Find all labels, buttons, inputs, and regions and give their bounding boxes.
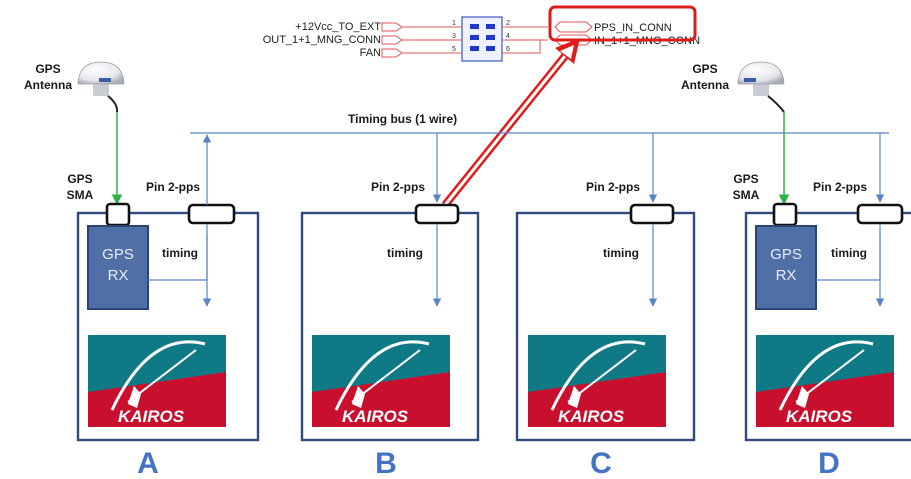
gps-antenna-icon	[737, 61, 785, 113]
unit-letter: B	[375, 447, 397, 479]
gps-sma-label: SMA	[733, 188, 760, 202]
pin-2-pps-port	[414, 203, 460, 225]
pin-2-pps-label: Pin 2-pps	[371, 180, 425, 194]
connector-left-label-3: FAN	[360, 47, 381, 59]
pps-in-highlight	[548, 5, 697, 42]
connector-pads	[470, 24, 495, 51]
pin-2-pps-label: Pin 2-pps	[586, 180, 640, 194]
net-flag-left-3	[381, 48, 403, 58]
gps-sma-label: GPS	[733, 172, 758, 186]
unit-letter: C	[590, 447, 612, 479]
kairos-brand-text: KAIROS	[786, 407, 853, 426]
net-flag-left-1	[381, 22, 403, 32]
unit-letter: A	[137, 447, 159, 479]
timing-bus-label: Timing bus (1 wire)	[348, 112, 457, 126]
kairos-logo: KAIROS	[528, 335, 666, 427]
gps-antenna-label: GPS	[692, 62, 717, 76]
pin-number: 2	[506, 20, 510, 27]
gps-rx-label: RX	[776, 267, 797, 284]
gps-rx-module	[755, 225, 817, 310]
pin-2-pps-port	[856, 203, 904, 225]
unit-a: GPS Antenna GPS SMA GPS RX timing Pin 2-…	[24, 61, 260, 479]
gps-antenna-label: Antenna	[24, 78, 72, 92]
kairos-brand-text: KAIROS	[558, 407, 625, 426]
connector-left-label-1: +12Vcc_TO_EXT	[295, 21, 381, 33]
gps-rx-module	[87, 225, 149, 310]
pin-number: 3	[452, 33, 456, 40]
pps-callout-arrow	[441, 38, 580, 208]
pin-2-pps-label: Pin 2-pps	[146, 180, 200, 194]
unit-letter: D	[818, 447, 840, 479]
gps-antenna-label: Antenna	[681, 78, 729, 92]
gps-rx-label: GPS	[102, 246, 134, 263]
kairos-logo: KAIROS	[88, 335, 226, 427]
gps-rx-label: GPS	[770, 246, 802, 263]
gps-antenna-label: GPS	[35, 62, 60, 76]
pin-number: 6	[506, 46, 510, 53]
net-flag-right-1	[554, 21, 593, 33]
connector-body	[461, 16, 503, 62]
pin-2-pps-port	[187, 203, 236, 225]
connector-schematic: +12Vcc_TO_EXT OUT_1+1_MNG_CONN FAN 1 3 5…	[263, 5, 700, 62]
timing-label: timing	[162, 246, 198, 260]
pin-number: 4	[506, 33, 510, 40]
timing-label: timing	[603, 246, 639, 260]
gps-sma-label: GPS	[67, 172, 92, 186]
gps-sma-port	[105, 202, 131, 227]
pin-number: 1	[452, 20, 456, 27]
gps-sma-port	[772, 202, 798, 227]
pin-2-pps-label: Pin 2-pps	[813, 180, 867, 194]
unit-c: Pin 2-pps timing KAIROS C	[515, 133, 696, 479]
kairos-brand-text: KAIROS	[342, 407, 409, 426]
pin-number: 5	[452, 46, 456, 53]
unit-d: GPS Antenna GPS SMA GPS RX timing Pin 2-…	[681, 61, 911, 479]
kairos-brand-text: KAIROS	[118, 407, 185, 426]
pin-2-pps-port	[629, 203, 675, 225]
net-flag-left-2	[381, 35, 403, 45]
connector-left-label-2: OUT_1+1_MNG_CONN	[263, 34, 381, 46]
timing-label: timing	[387, 246, 423, 260]
gps-antenna-icon	[77, 61, 125, 113]
gps-sma-label: SMA	[67, 188, 94, 202]
kairos-logo: KAIROS	[312, 335, 450, 427]
gps-rx-label: RX	[108, 267, 129, 284]
connector-right-label-1: PPS_IN_CONN	[594, 22, 672, 34]
timing-bus: Timing bus (1 wire)	[190, 112, 889, 134]
timing-label: timing	[831, 246, 867, 260]
unit-b: Pin 2-pps timing KAIROS B	[300, 133, 480, 479]
kairos-logo: KAIROS	[756, 335, 894, 427]
